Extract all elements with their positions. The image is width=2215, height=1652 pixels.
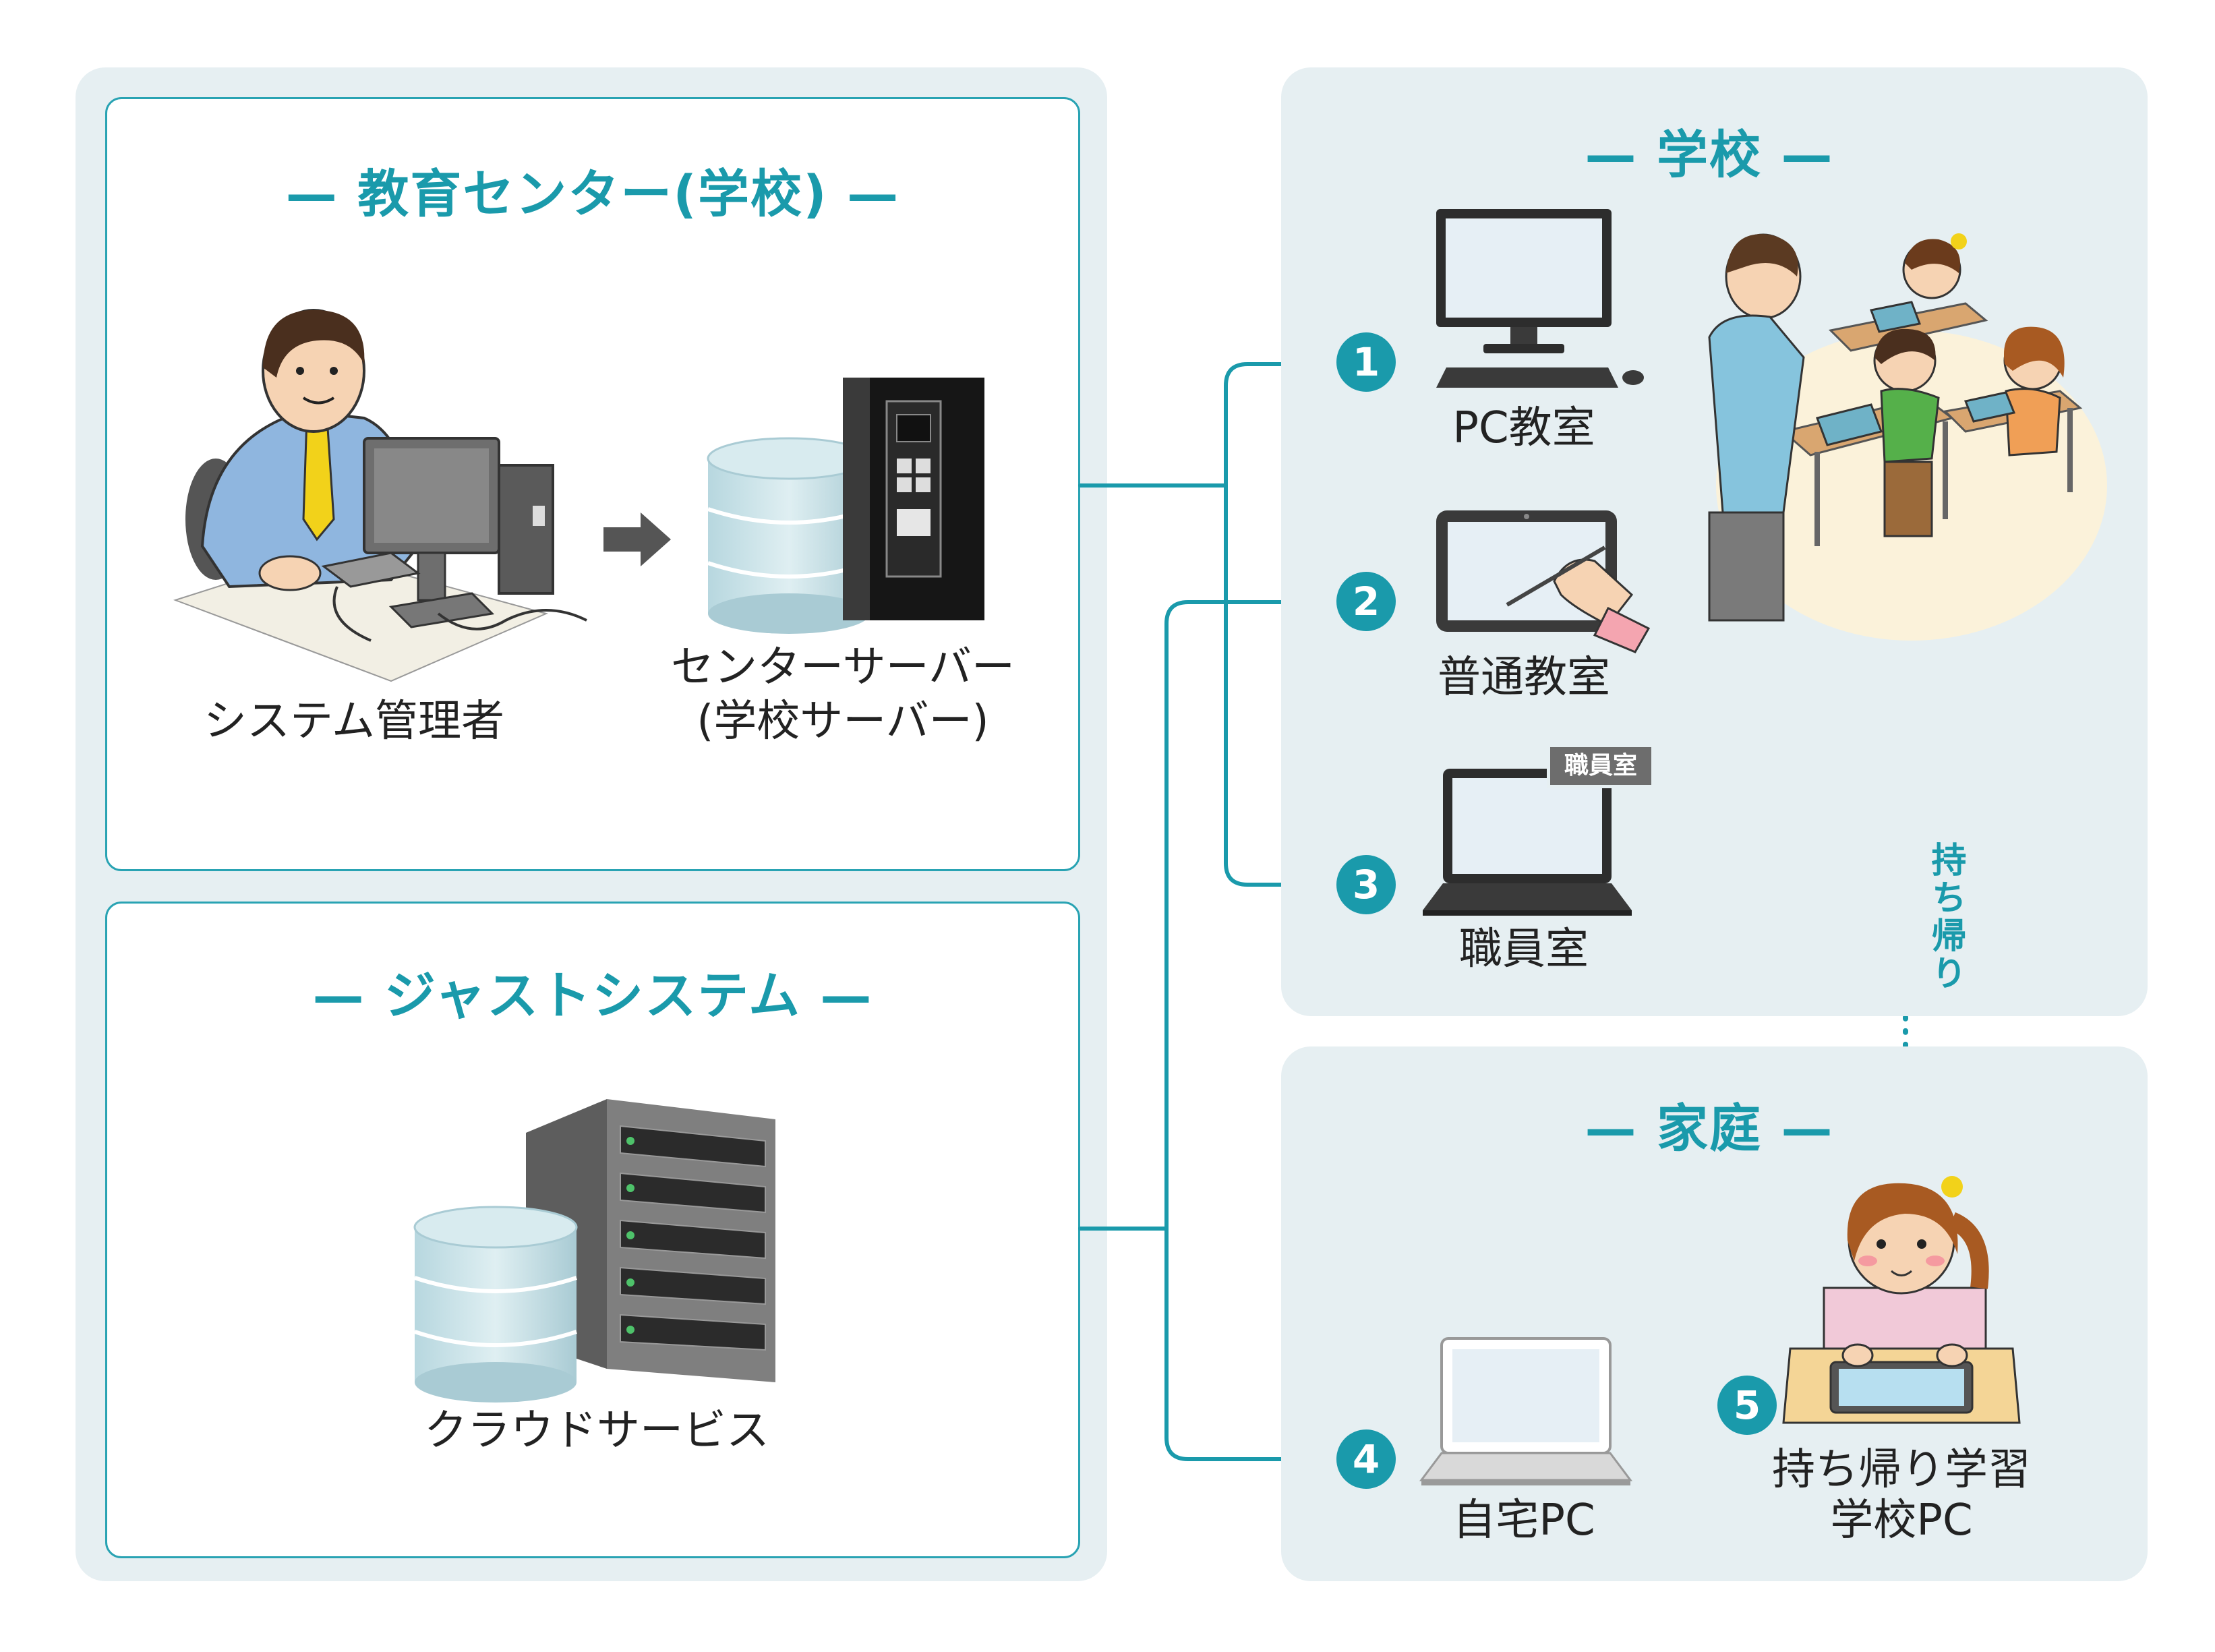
- home-pc-label: 自宅PC: [1452, 1496, 1595, 1545]
- student-tablet-icon: [1782, 1176, 2021, 1424]
- staff-room-sign: 職員室: [1547, 744, 1655, 788]
- education-center-title: — 教育センター(学校) —: [285, 164, 900, 224]
- take-home-label: 持ち帰り: [1925, 842, 1966, 993]
- staff-room-label: 職員室: [1459, 924, 1589, 974]
- classroom-illustration-icon: [1708, 233, 2107, 641]
- desktop-pc-icon: [1436, 209, 1644, 388]
- badge-3: 3: [1336, 855, 1396, 914]
- home-panel: [1281, 1046, 2148, 1581]
- pc-room-label: PC教室: [1452, 403, 1595, 453]
- laptop-icon: [1423, 769, 1632, 916]
- admin-label: システム管理者: [203, 697, 505, 746]
- cloud-database-icon: [413, 1206, 578, 1403]
- staff-room-sign-text: 職員室: [1564, 752, 1637, 779]
- badge-1: 1: [1336, 332, 1396, 392]
- badge-2: 2: [1336, 572, 1396, 631]
- server-label-line2: (学校サーバー): [697, 697, 989, 746]
- admin-person-icon: [173, 309, 587, 682]
- take-home-study-label-line2: 学校PC: [1830, 1496, 1973, 1545]
- school-title: — 学校 —: [1585, 125, 1834, 185]
- take-home-study-label-line1: 持ち帰り学習: [1772, 1445, 2031, 1495]
- badge-5: 5: [1717, 1376, 1777, 1435]
- server-label-line1: センターサーバー: [670, 643, 1015, 692]
- arrow-right-icon: [603, 512, 671, 566]
- home-laptop-icon: [1419, 1337, 1632, 1485]
- tablet-icon: [1436, 510, 1651, 653]
- home-title: — 家庭 —: [1585, 1098, 1834, 1158]
- server-icon: [843, 378, 984, 620]
- badge-4: 4: [1336, 1429, 1396, 1489]
- justsystem-title: — ジャストシステム —: [312, 966, 873, 1026]
- cloud-label: クラウドサービス: [424, 1406, 769, 1456]
- classroom-label: 普通教室: [1438, 653, 1610, 703]
